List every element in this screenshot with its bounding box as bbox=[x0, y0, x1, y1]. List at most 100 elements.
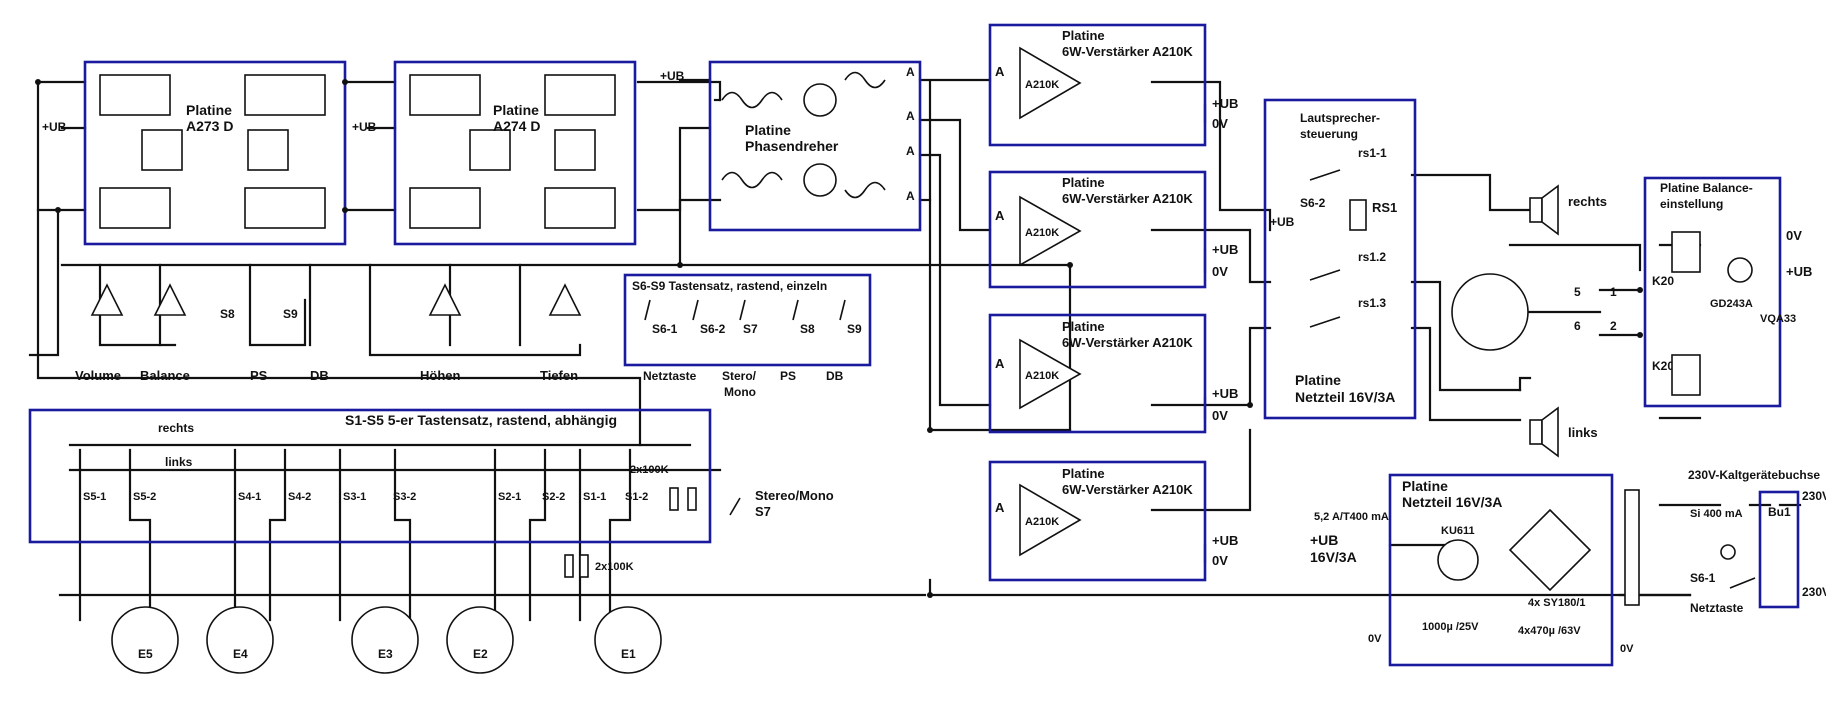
s8-label: S8 bbox=[220, 307, 235, 321]
relay-coil-icon bbox=[1349, 199, 1367, 231]
ub-label: +UB bbox=[1212, 533, 1238, 548]
amp-name: 6W-Verstärker A210K bbox=[1062, 482, 1193, 497]
signal-a: A bbox=[995, 356, 1005, 371]
speaker-ctrl-title: Lautsprecher- bbox=[1300, 111, 1380, 125]
rs12-label: rs1.2 bbox=[1358, 250, 1386, 264]
signal-a-bar: A bbox=[906, 109, 915, 123]
e3-label: E3 bbox=[378, 647, 393, 661]
db-label: DB bbox=[826, 369, 844, 383]
din-input-e3 bbox=[351, 606, 419, 674]
key-s4-1: S4-1 bbox=[238, 491, 261, 503]
switch-icon bbox=[1729, 577, 1756, 589]
rs11-label: rs1-1 bbox=[1358, 146, 1387, 160]
sine-wave-icon bbox=[844, 181, 886, 199]
sine-wave-icon bbox=[721, 91, 783, 109]
board-balance: Platine Balance- einstellung K20 K20 GD2… bbox=[1643, 176, 1812, 408]
speaker-right-label: rechts bbox=[1568, 194, 1607, 209]
socket-title: 230V-Kaltgerätebuchse bbox=[1688, 468, 1820, 482]
wires bbox=[28, 78, 1802, 622]
a274-name: A274 D bbox=[493, 118, 540, 134]
ub-label: +UB bbox=[660, 69, 685, 83]
din-pin-2: 2 bbox=[1610, 319, 1617, 333]
diodes-label: 4x SY180/1 bbox=[1528, 597, 1586, 609]
board-netzteil: Platine Netzteil 16V/3A 5,2 A/T400 mA +U… bbox=[1310, 473, 1640, 667]
speaker-icon bbox=[1529, 197, 1543, 223]
key-s5-1: S5-1 bbox=[83, 491, 106, 503]
a273-title: Platine bbox=[186, 102, 232, 118]
amp-title: Platine bbox=[1062, 466, 1105, 481]
a273-name: A273 D bbox=[186, 118, 233, 134]
phase-name: Phasendreher bbox=[745, 138, 839, 154]
ground-icon bbox=[1720, 544, 1736, 560]
potentiometer-icon bbox=[548, 283, 582, 316]
transistor-icon bbox=[803, 163, 837, 197]
ub-label: +UB bbox=[1786, 264, 1812, 279]
psu-zero-out: 0V bbox=[1620, 643, 1634, 655]
gd243a-label: GD243A bbox=[1710, 298, 1753, 310]
control-labels: Volume Balance PS DB Höhen Tiefen S8 S9 … bbox=[42, 120, 582, 383]
e5-label: E5 bbox=[138, 647, 153, 661]
a274-title: Platine bbox=[493, 102, 539, 118]
s7-label: S7 bbox=[755, 504, 771, 519]
psu-ub-voltage: 16V/3A bbox=[1310, 549, 1357, 565]
key-s5-2: S5-2 bbox=[133, 491, 156, 503]
balance-label: Balance bbox=[140, 368, 190, 383]
din-input-e4 bbox=[206, 606, 274, 674]
key-s9: S9 bbox=[847, 322, 862, 336]
k20-label: K20 bbox=[1652, 274, 1674, 288]
zero-label: 0V bbox=[1212, 553, 1228, 568]
ub-label: +UB bbox=[352, 120, 377, 134]
s62-label: S6-2 bbox=[1300, 196, 1326, 210]
key-s4-2: S4-2 bbox=[288, 491, 311, 503]
amp-name: 6W-Verstärker A210K bbox=[1062, 335, 1193, 350]
resistor-icon bbox=[564, 554, 574, 578]
cap1-label: 1000µ /25V bbox=[1422, 621, 1479, 633]
transistor-icon bbox=[1437, 539, 1479, 581]
stereo-label: Stero/ bbox=[722, 369, 757, 383]
ub-label: +UB bbox=[1270, 215, 1295, 229]
key-s8: S8 bbox=[800, 322, 815, 336]
phase-title: Platine bbox=[745, 122, 791, 138]
e1-label: E1 bbox=[621, 647, 636, 661]
vqa33-label: VQA33 bbox=[1760, 313, 1796, 325]
keyset-title: S1-S5 5-er Tastensatz, rastend, abhängig bbox=[345, 412, 617, 428]
ps-label: PS bbox=[780, 369, 796, 383]
db-label: DB bbox=[310, 368, 329, 383]
mains-socket: 230V-Kaltgerätebuchse Si 400 mA Bu1 230V… bbox=[1688, 468, 1826, 615]
zero-label: 0V bbox=[1786, 228, 1802, 243]
zero-label: 0V bbox=[1212, 264, 1228, 279]
amp-name: 6W-Verstärker A210K bbox=[1062, 44, 1193, 59]
v230-label: 230V bbox=[1802, 585, 1826, 599]
psu-fuse-label: 5,2 A/T400 mA bbox=[1314, 511, 1389, 523]
amp-board-2: Platine 6W-Verstärker A210K A210K A +UB … bbox=[988, 170, 1238, 289]
signal-a-bar: A bbox=[906, 144, 915, 158]
mains-switch: S6-1 bbox=[1690, 571, 1716, 585]
rs13-label: rs1.3 bbox=[1358, 296, 1386, 310]
transistor-icon bbox=[1727, 257, 1753, 283]
speaker-ctrl-footer2: Netzteil 16V/3A bbox=[1295, 389, 1395, 405]
amp-title: Platine bbox=[1062, 28, 1105, 43]
speaker-ctrl-footer: Platine bbox=[1295, 372, 1341, 388]
netztaste-label: Netztaste bbox=[643, 369, 697, 383]
key-s6-2: S6-2 bbox=[700, 322, 726, 336]
ub-label: +UB bbox=[42, 120, 67, 134]
ps-label: PS bbox=[250, 368, 268, 383]
keyset-s6-s9: S6-S9 Tastensatz, rastend, einzeln S6-1 … bbox=[623, 273, 872, 399]
key-s1-2: S1-2 bbox=[625, 491, 648, 503]
stereo-mono-label: Stereo/Mono bbox=[755, 488, 834, 503]
speaker-left-label: links bbox=[1568, 425, 1598, 440]
mains-switch-label: Netztaste bbox=[1690, 601, 1744, 615]
resistor-icon bbox=[579, 554, 589, 578]
transformer-icon bbox=[1671, 231, 1701, 273]
amp-chip: A210K bbox=[1025, 370, 1059, 382]
switch-icon bbox=[729, 497, 741, 516]
keyset-title: S6-S9 Tastensatz, rastend, einzeln bbox=[632, 279, 827, 293]
resistor-label: 2x100K bbox=[595, 561, 634, 573]
din-input-e1 bbox=[594, 606, 662, 674]
din-pin-5: 5 bbox=[1574, 285, 1581, 299]
key-s6-1: S6-1 bbox=[652, 322, 678, 336]
rs1-label: RS1 bbox=[1372, 200, 1397, 215]
key-s1-1: S1-1 bbox=[583, 491, 606, 503]
bu1-label: Bu1 bbox=[1768, 505, 1791, 519]
